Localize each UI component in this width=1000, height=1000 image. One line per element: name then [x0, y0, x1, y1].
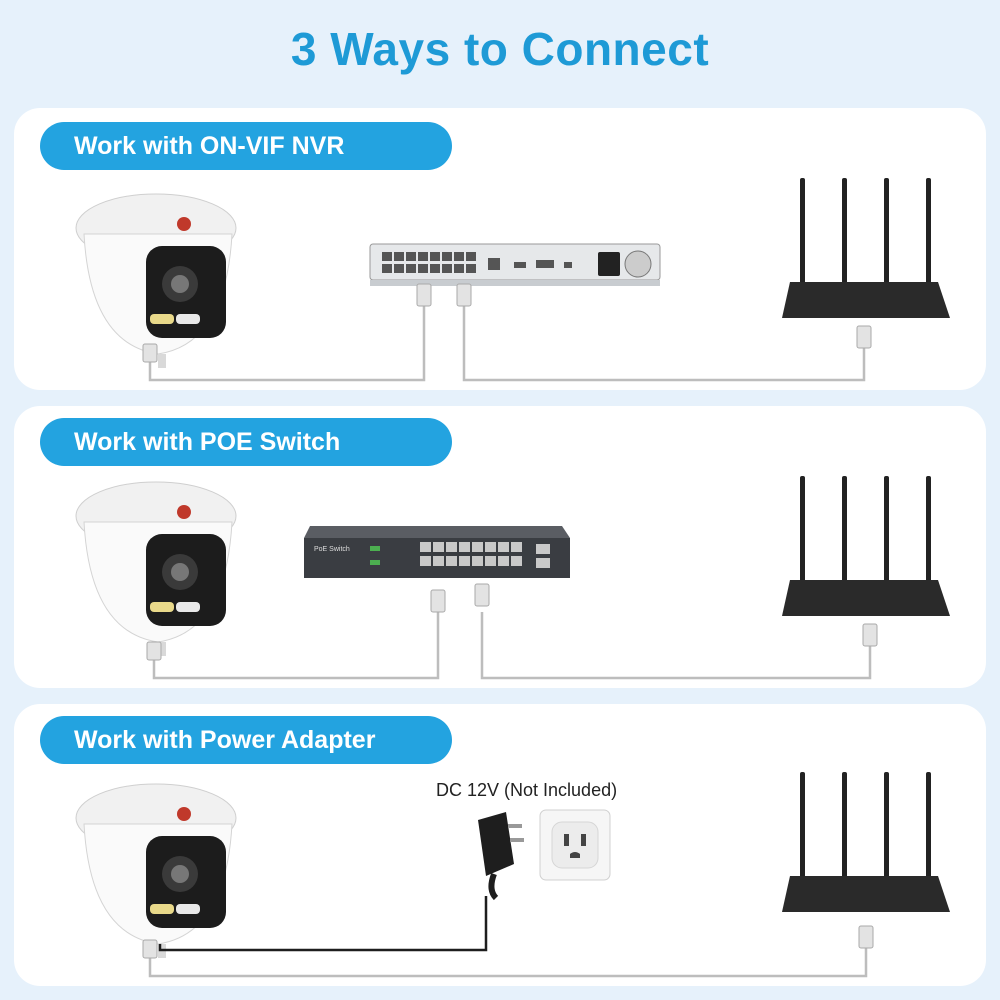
router-icon [782, 178, 950, 318]
panel-nvr-heading: Work with ON-VIF NVR [40, 122, 452, 170]
camera-icon [75, 783, 237, 958]
rj45-connector-icons [142, 283, 872, 363]
nvr-diagram [75, 178, 950, 382]
panel-nvr: Work with ON-VIF NVR [14, 108, 986, 390]
adapter-note: DC 12V (Not Included) [436, 780, 618, 800]
panel-power-adapter: Work with Power Adapter [14, 704, 986, 986]
cable-lines [148, 896, 868, 978]
camera-icon [75, 193, 237, 368]
nvr-device-icon [369, 243, 661, 286]
cable-lines [152, 612, 872, 680]
panel-adapter-heading: Work with Power Adapter [40, 716, 452, 764]
poe-diagram: PoE Switch [75, 476, 950, 680]
page-title: 3 Ways to Connect [290, 23, 710, 75]
adapter-diagram [75, 772, 950, 978]
panel-poe-switch: Work with POE Switch PoE Switch [14, 406, 986, 688]
poe-switch-label: PoE Switch [314, 546, 350, 553]
wall-outlet-icon [539, 809, 611, 881]
rj45-connector-icons [142, 925, 874, 959]
router-icon [782, 772, 950, 912]
cable-lines [148, 294, 866, 382]
panel-poe-heading: Work with POE Switch [40, 418, 452, 466]
rj45-connector-icons [146, 583, 878, 661]
power-adapter-icon [478, 812, 524, 901]
router-icon [782, 476, 950, 616]
poe-switch-icon: PoE Switch [304, 526, 570, 578]
camera-icon [75, 481, 237, 656]
